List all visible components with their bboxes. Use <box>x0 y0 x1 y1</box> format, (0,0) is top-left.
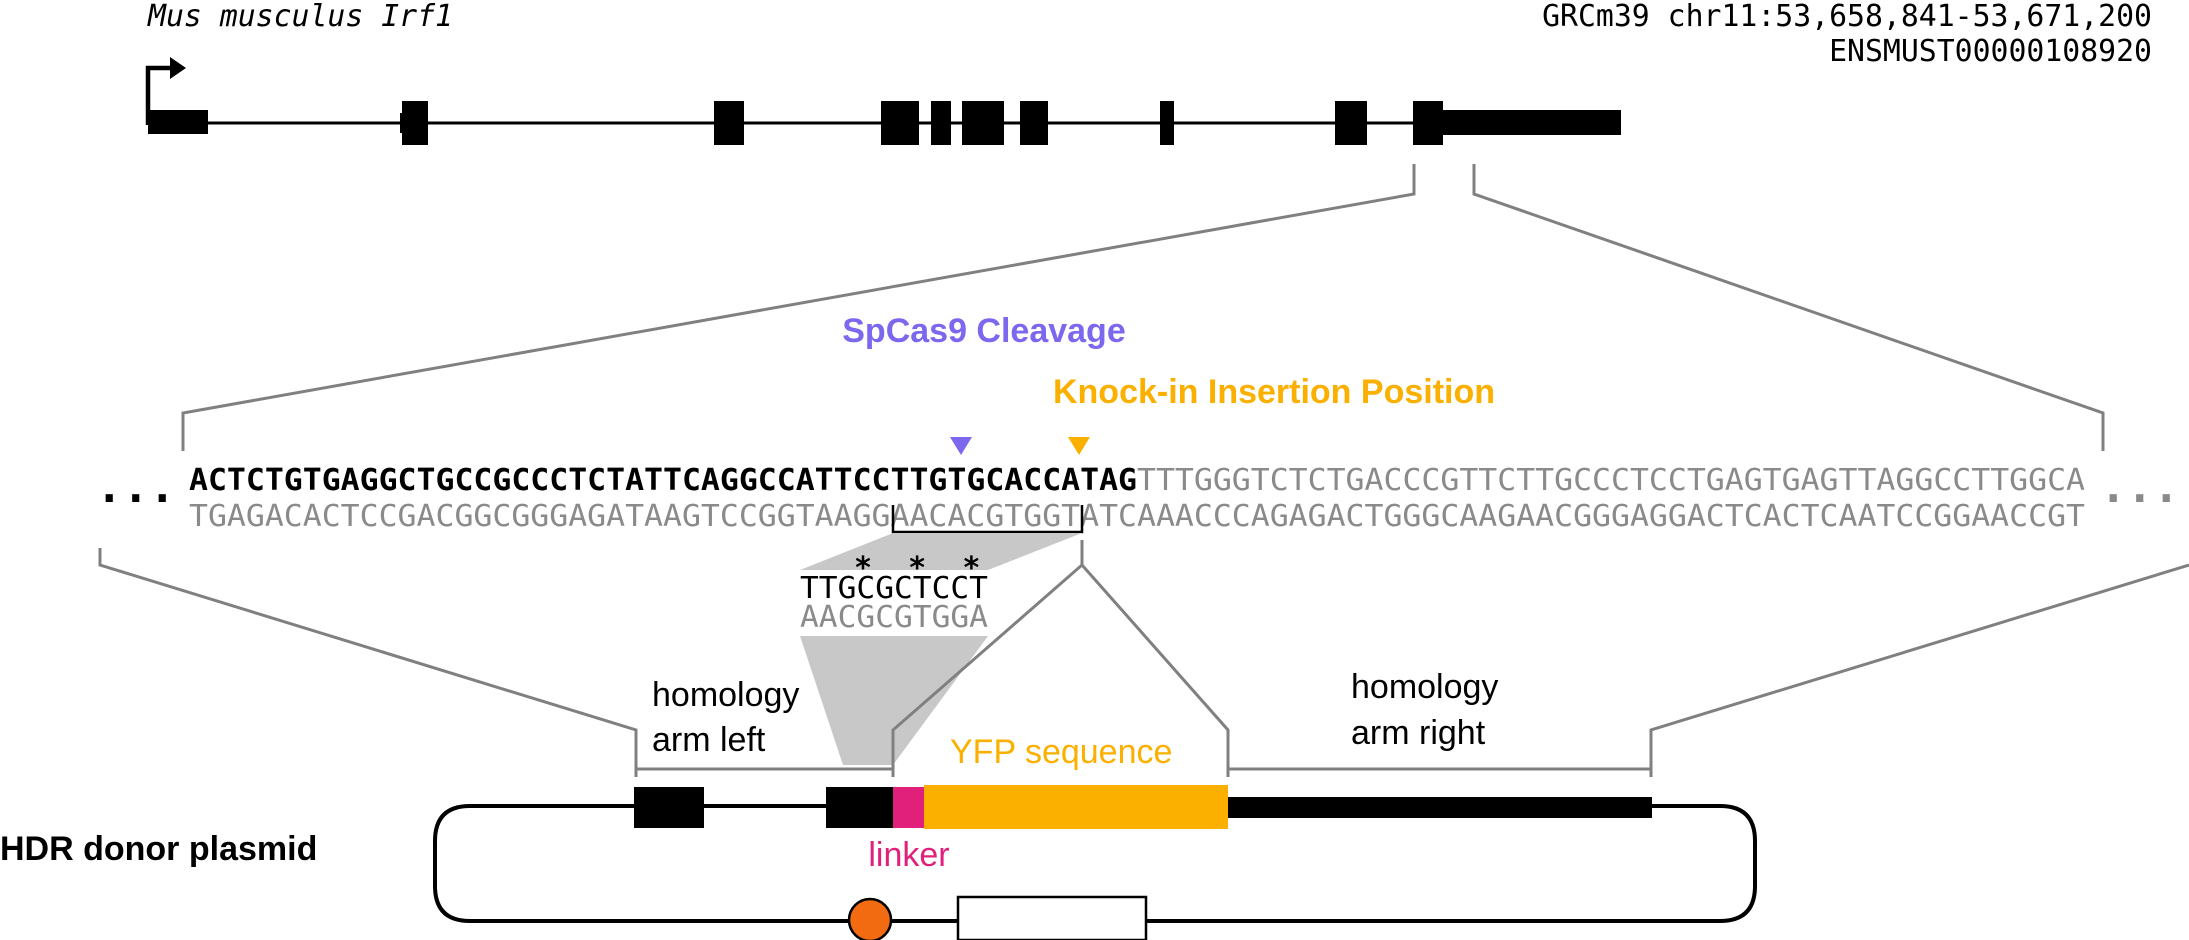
gene-name-label: Mus musculus Irf1 <box>147 0 453 34</box>
mutation-marks: * * * <box>854 551 980 586</box>
yfp-label: YFP sequence <box>950 733 1172 771</box>
target-site-box <box>891 505 1084 534</box>
yfp-block <box>924 785 1228 829</box>
sequence-ellipsis-right: ... <box>2100 462 2179 513</box>
insertion-marker-icon <box>1068 437 1090 455</box>
zoom-connector-lower <box>98 540 2189 766</box>
bottom-strand: TGAGACACTCCGACGGCGGGAGATAAGTCCGGTAAGGAAC… <box>189 499 2085 534</box>
insertion-label: Knock-in Insertion Position <box>1053 373 1495 411</box>
top-strand: ACTCTGTGAGGCTGCCGCCCTCTATTCAGGCCATTCCTTG… <box>189 463 2085 498</box>
exon-3 <box>714 101 744 145</box>
exon-1-utr <box>148 110 208 134</box>
genome-coordinates-label: GRCm39 chr11:53,658,841-53,671,200 <box>1542 0 2152 34</box>
cleavage-marker-icon <box>950 437 972 455</box>
mutated-bottom-strand: AACGCGTGGA <box>800 600 988 635</box>
exon-9 <box>1335 101 1367 145</box>
dna-sequence: ... ACTCTGTGAGGCTGCCGCCCTCTATTCAGGCCATTC… <box>96 462 2179 534</box>
exon-8 <box>1160 101 1174 145</box>
exon-5 <box>931 101 951 145</box>
homology-arm-right-label-line1: homology <box>1351 668 1498 706</box>
mutation-zoom-shade-lower <box>800 636 988 765</box>
resistance-gene-block <box>956 895 1148 940</box>
transcript-id-label: ENSMUST00000108920 <box>1829 34 2152 69</box>
top-strand-coding: ACTCTGTGAGGCTGCCGCCCTCTATTCAGGCCATTCCTTG… <box>189 463 1137 498</box>
exon-7 <box>1020 101 1048 145</box>
exon-10-utr <box>1443 110 1621 135</box>
homology-arm-brackets <box>634 761 1653 777</box>
linker-block <box>893 787 924 828</box>
hdr-donor-plasmid <box>433 785 1757 940</box>
tss-arrowhead-icon <box>170 57 186 79</box>
gene-model <box>145 57 1621 145</box>
exon-10 <box>1413 101 1443 145</box>
zoom-connector-upper <box>181 164 2105 451</box>
exon-2-utr <box>400 113 408 133</box>
homology-arm-right-block <box>1228 797 1652 818</box>
homology-arm-left-label-line2: arm left <box>652 721 766 759</box>
cleavage-label: SpCas9 Cleavage <box>842 312 1126 350</box>
mutated-top-strand: TTGCGCTCCT <box>800 571 988 606</box>
origin-of-replication-icon <box>847 897 893 940</box>
top-strand-3utr: TTTGGGTCTCTGACCCGTTCTTGCCCTCCTGAGTGAGTTA… <box>1137 463 2085 498</box>
sequence-ellipsis-left: ... <box>96 462 175 513</box>
exon-6 <box>962 101 1004 145</box>
mutation-zoom-shade-upper <box>800 533 1082 570</box>
plasmid-label: HDR donor plasmid <box>0 830 317 868</box>
tss-arrow-icon <box>145 65 172 125</box>
plasmid-element-left <box>634 787 704 828</box>
linker-label: linker <box>868 836 949 874</box>
homology-arm-left-block <box>826 787 893 828</box>
homology-arm-right-label-line2: arm right <box>1351 714 1486 752</box>
exon-4 <box>881 101 919 145</box>
homology-arm-left-label-line1: homology <box>652 676 799 714</box>
